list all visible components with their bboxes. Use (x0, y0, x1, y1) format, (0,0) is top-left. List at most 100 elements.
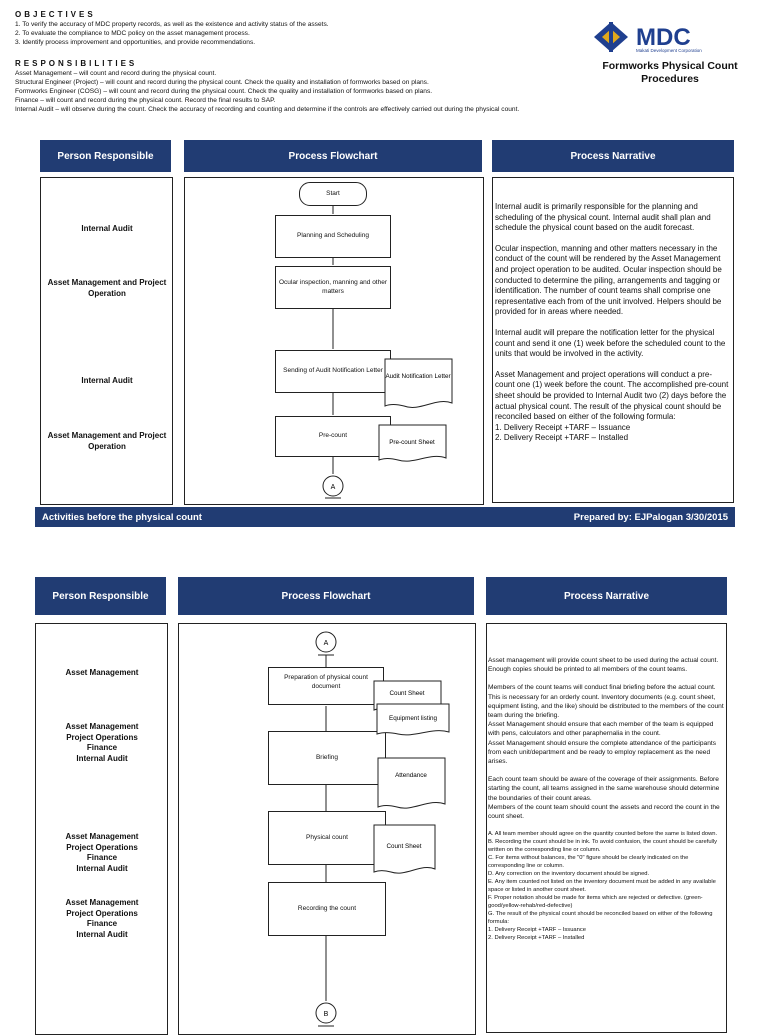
header-process-narrative: Process Narrative (492, 140, 734, 172)
checklist-item: C. For items without balances, the "0" f… (488, 855, 689, 870)
document-label: Pre-count Sheet (389, 439, 435, 446)
narrative-paragraph: Asset management will provide count shee… (488, 657, 719, 674)
header-process-flowchart: Process Flowchart (178, 577, 474, 615)
role-group: Asset Management Project Operations Fina… (36, 722, 168, 764)
page-footer: Activities before the physical count Pre… (35, 507, 735, 527)
responsibility-item: Formworks Engineer (COSG) – will count a… (15, 87, 575, 96)
document-label: Equipment listing (389, 715, 437, 722)
connector-label: A (331, 484, 336, 491)
narrative-panel: Internal audit is primarily responsible … (492, 177, 734, 503)
flowchart-panel: Start Planning and Scheduling Ocular ins… (184, 177, 484, 505)
role-label: Finance (86, 743, 118, 752)
role-label: Internal Audit (76, 863, 128, 873)
start-terminator: Start (299, 182, 367, 206)
role-group: Asset Management Project Operations Fina… (36, 898, 168, 940)
responsibility-item: Internal Audit – will observe during the… (15, 105, 575, 114)
narrative-formula: 1. Delivery Receipt +TARF – Issuance (495, 422, 631, 432)
document-shape: Equipment listing (376, 703, 450, 736)
responsibility-role: Internal Audit (15, 106, 54, 113)
role-label: Asset Management and Project Operation (47, 278, 167, 298)
document-shape: Attendance (377, 757, 446, 809)
header-person-responsible: Person Responsible (35, 577, 166, 615)
objectives-list: 1. To verify the accuracy of MDC propert… (15, 20, 575, 47)
mdc-logo-icon: MDC Makati Development Corporation (594, 22, 702, 53)
mdc-logo: MDC Makati Development Corporation (592, 20, 748, 54)
narrative-paragraph: Ocular inspection, manning and other mat… (495, 243, 722, 317)
process-step: Briefing (268, 731, 386, 785)
narrative-paragraph: Internal audit will prepare the notifica… (495, 327, 726, 359)
role-label: Asset Management (65, 832, 139, 841)
role-label: Asset Management (65, 722, 139, 731)
flowchart-panel: A Preparation of physical count document… (178, 623, 476, 1035)
checklist-item: E. Any item counted not listed on the in… (488, 879, 716, 894)
person-column: Asset Management Asset Management Projec… (35, 623, 168, 1035)
document-shape: Audit Notification Letter (384, 358, 453, 408)
document-label: Attendance (395, 772, 427, 779)
process-step: Recording the count (268, 882, 386, 936)
narrative-paragraph: Asset Management should ensure the compl… (488, 739, 716, 766)
header-process-narrative: Process Narrative (486, 577, 727, 615)
narrative-formula: 2. Delivery Receipt +TARF – Installed (495, 433, 629, 443)
responsibility-role: Structural Engineer (Project) (15, 79, 99, 86)
role-label: Finance (86, 919, 118, 928)
role-label: Asset Management (65, 898, 139, 907)
checklist-item: F. Proper notation should be made for it… (488, 895, 703, 910)
responsibilities-title: RESPONSIBILITIES (15, 59, 138, 68)
responsibility-text: – will count and record during the physi… (101, 88, 433, 95)
person-column: Internal Audit Asset Management and Proj… (40, 177, 173, 505)
narrative-paragraph: Members of the count teams will conduct … (488, 684, 724, 720)
role-label: Asset Management and Project Operation (47, 431, 167, 451)
checklist-formula: 2. Delivery Receipt +TARF – Installed (488, 935, 585, 942)
logo-subtext: Makati Development Corporation (636, 48, 702, 53)
role-label: Finance (86, 853, 118, 862)
responsibilities-list: Asset Management – will count and record… (15, 69, 575, 114)
responsibility-text: – will count and record during the physi… (71, 70, 217, 77)
responsibility-text: – will observe during the count. Check t… (53, 106, 520, 113)
document-label: Count Sheet (389, 690, 424, 697)
document-label: Audit Notification Letter (385, 373, 450, 380)
connector-label: A (324, 640, 329, 647)
header-person-responsible: Person Responsible (40, 140, 171, 172)
role-label: Internal Audit (81, 224, 133, 233)
footer-section-title: Activities before the physical count (42, 511, 202, 523)
narrative-paragraph: Asset Management should ensure that each… (488, 721, 714, 738)
footer-prepared-by: Prepared by: EJPalogan 3/30/2015 (573, 511, 728, 523)
process-step: Preparation of physical count document (268, 667, 384, 705)
checklist-item: D. Any correction on the inventory docum… (488, 871, 650, 878)
responsibility-text: – will count and record during the physi… (38, 97, 276, 104)
narrative-paragraph: Internal audit is primarily responsible … (495, 202, 711, 233)
offpage-connector: A (322, 475, 344, 499)
document-label: Count Sheet (386, 843, 421, 850)
header-process-flowchart: Process Flowchart (184, 140, 482, 172)
role-group: Asset Management Project Operations Fina… (36, 832, 168, 874)
narrative-panel: Asset management will provide count shee… (486, 623, 727, 1033)
responsibility-item: Finance – will count and record during t… (15, 96, 575, 105)
role-label: Asset Management (65, 668, 139, 677)
objective-item: 3. Identify process improvement and oppo… (15, 39, 256, 46)
responsibility-role: Formworks Engineer (COSG) (15, 88, 102, 95)
responsibility-role: Asset Management (15, 70, 72, 77)
process-step: Ocular inspection, manning and other mat… (275, 266, 391, 309)
role-label: Internal Audit (76, 753, 128, 763)
role-label: Project Operations (66, 908, 138, 918)
responsibility-item: Structural Engineer (Project) – will cou… (15, 78, 575, 87)
objective-item: 2. To evaluate the compliance to MDC pol… (15, 30, 250, 37)
process-step: Pre-count (275, 416, 391, 457)
process-step: Sending of Audit Notification Letter (275, 350, 391, 393)
role-label: Internal Audit (81, 376, 133, 385)
offpage-connector: A (315, 631, 337, 656)
checklist-item: G. The result of the physical count shou… (488, 911, 713, 926)
document-shape: Pre-count Sheet (378, 424, 447, 462)
role-label: Internal Audit (76, 929, 128, 939)
narrative-paragraph: Members of the count team should count t… (488, 803, 720, 821)
narrative-checklist: A. All team member should agree on the q… (488, 830, 725, 942)
checklist-item: B. Recording the count should be in ink.… (488, 839, 718, 854)
objective-item: 1. To verify the accuracy of MDC propert… (15, 21, 329, 28)
objectives-title: OBJECTIVES (15, 10, 96, 19)
responsibility-text: – will count and record during the physi… (98, 79, 429, 86)
offpage-connector: B (315, 1002, 337, 1027)
process-step: Physical count (268, 811, 386, 865)
flowchart-connectors (332, 206, 334, 474)
logo-text: MDC (636, 24, 691, 51)
process-step: Planning and Scheduling (275, 215, 391, 258)
